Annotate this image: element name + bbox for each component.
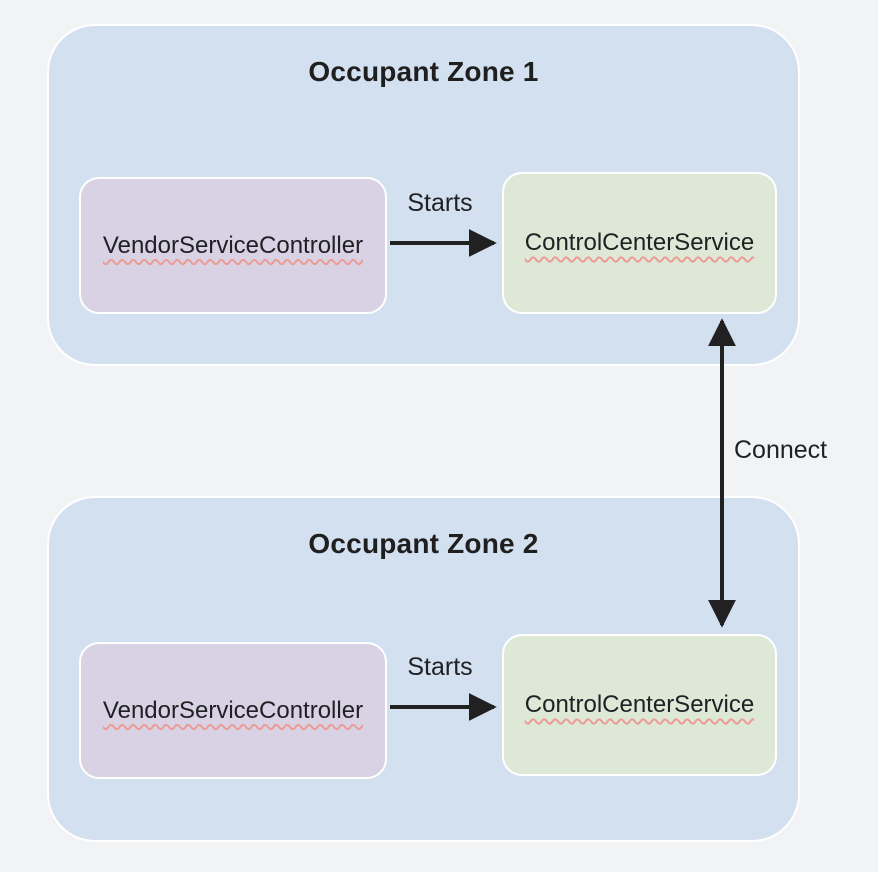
zone-2-control-center-service-node: ControlCenterService: [502, 634, 777, 776]
zone-1-vendor-service-controller-label: VendorServiceController: [102, 231, 364, 259]
zone-2-vendor-service-controller-node: VendorServiceController: [79, 642, 387, 779]
zone-1-starts-edge-label: Starts: [407, 189, 473, 217]
connect-edge-label: Connect: [734, 436, 828, 464]
zone-1-vendor-service-controller-node: VendorServiceController: [79, 177, 387, 314]
zone-2-starts-edge-label: Starts: [407, 653, 473, 681]
zone-1-title: Occupant Zone 1: [308, 56, 539, 87]
zone-2-control-center-service-label: ControlCenterService: [524, 691, 755, 718]
zone-1-control-center-service-node: ControlCenterService: [502, 172, 777, 314]
occupant-zone-1: Occupant Zone 1 VendorServiceController …: [47, 24, 800, 366]
occupant-zone-2: Occupant Zone 2 VendorServiceController …: [47, 496, 800, 842]
zone-2-title: Occupant Zone 2: [308, 528, 539, 559]
zone-1-control-center-service-label: ControlCenterService: [524, 229, 755, 256]
zone-2-vendor-service-controller-label: VendorServiceController: [102, 696, 364, 724]
